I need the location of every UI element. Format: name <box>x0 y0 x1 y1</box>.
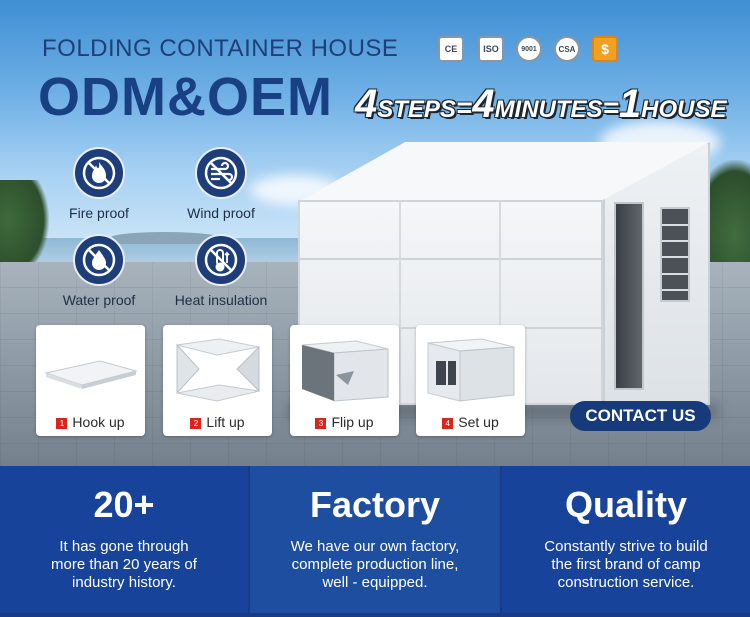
page-title: FOLDING CONTAINER HOUSE <box>42 35 399 62</box>
contact-us-button[interactable]: CONTACT US <box>570 401 711 431</box>
set-up-image <box>422 331 519 405</box>
feature-wind-proof: Wind proof <box>166 147 276 221</box>
feature-water-proof: Water proof <box>44 234 154 308</box>
step-caption: 4 Set up <box>416 414 525 430</box>
step-label: Lift up <box>206 414 245 430</box>
hook-up-image <box>42 331 139 405</box>
highlight-quality: Quality Constantly strive to build the f… <box>502 466 750 613</box>
house-door <box>614 202 644 390</box>
wind-proof-icon <box>195 147 247 199</box>
highlight-heading: Quality <box>564 484 688 525</box>
feature-label: Water proof <box>62 292 136 308</box>
step-label: Hook up <box>72 414 125 430</box>
water-proof-icon <box>73 234 125 286</box>
highlight-factory: Factory We have our own factory, complet… <box>250 466 500 613</box>
odm-oem-headline: ODM&OEM <box>38 67 333 127</box>
steps-tagline: 4STEPS=4MINUTES=1HOUSE <box>355 82 727 126</box>
house-window <box>660 207 690 302</box>
highlight-years: 20+ It has gone through more than 20 yea… <box>0 466 248 613</box>
sgs-icon: $ <box>592 36 618 62</box>
highlight-heading: Factory <box>309 484 441 525</box>
step-card-hook-up: 1 Hook up <box>36 325 145 436</box>
iso-icon: ISO <box>478 36 504 62</box>
step-number-badge: 4 <box>442 418 454 429</box>
step-caption: 2 Lift up <box>163 414 272 430</box>
iso-9001-icon: 9001 <box>516 36 542 62</box>
highlight-description: We have our own factory, complete produc… <box>290 538 460 591</box>
step-caption: 1 Hook up <box>36 414 145 430</box>
step-card-flip-up: 3 Flip up <box>290 325 399 436</box>
highlight-heading: 20+ <box>93 484 155 525</box>
feature-fire-proof: Fire proof <box>44 147 154 221</box>
ce-mark-icon: CE <box>438 36 464 62</box>
fire-proof-icon <box>73 147 125 199</box>
lift-up-image <box>169 331 266 405</box>
feature-label: Wind proof <box>187 205 255 221</box>
step-label: Flip up <box>331 414 374 430</box>
highlight-description: Constantly strive to build the first bra… <box>544 538 708 591</box>
step-card-set-up: 4 Set up <box>416 325 525 436</box>
feature-label: Fire proof <box>69 205 129 221</box>
flip-up-image <box>296 331 393 405</box>
step-number-badge: 1 <box>56 418 68 429</box>
step-label: Set up <box>458 414 499 430</box>
feature-heat-insulation: Heat insulation <box>166 234 276 308</box>
feature-label: Heat insulation <box>174 292 268 308</box>
step-caption: 3 Flip up <box>290 414 399 430</box>
step-card-lift-up: 2 Lift up <box>163 325 272 436</box>
csa-icon: CSA <box>554 36 580 62</box>
heat-insulation-icon <box>195 234 247 286</box>
highlight-description: It has gone through more than 20 years o… <box>51 538 197 591</box>
step-number-badge: 3 <box>315 418 327 429</box>
step-number-badge: 2 <box>190 418 202 429</box>
distant-hill <box>110 232 220 244</box>
